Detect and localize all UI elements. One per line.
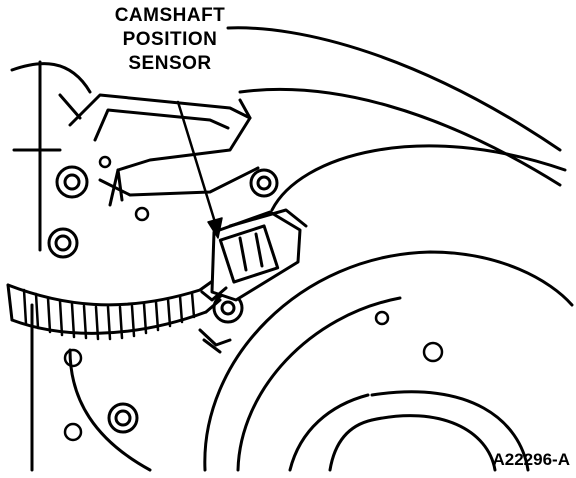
callout-line-1: CAMSHAFT	[114, 5, 226, 26]
callout-line-3: SENSOR	[128, 53, 212, 74]
component-callout-label: CAMSHAFT POSITION SENSOR	[60, 4, 280, 76]
camshaft-position-sensor	[198, 208, 308, 354]
camshaft-sprocket	[203, 250, 574, 472]
bolt-heads	[47, 165, 279, 434]
figure-reference-code: A22296-A	[492, 450, 571, 469]
mounting-bracket	[68, 93, 260, 207]
engine-block-outline	[10, 60, 152, 472]
wiring-harness	[6, 278, 222, 341]
mounting-holes	[63, 155, 444, 442]
callout-line-2: POSITION	[122, 29, 218, 50]
upper-cover-arcs	[226, 26, 567, 212]
leader-arrow	[176, 100, 223, 239]
